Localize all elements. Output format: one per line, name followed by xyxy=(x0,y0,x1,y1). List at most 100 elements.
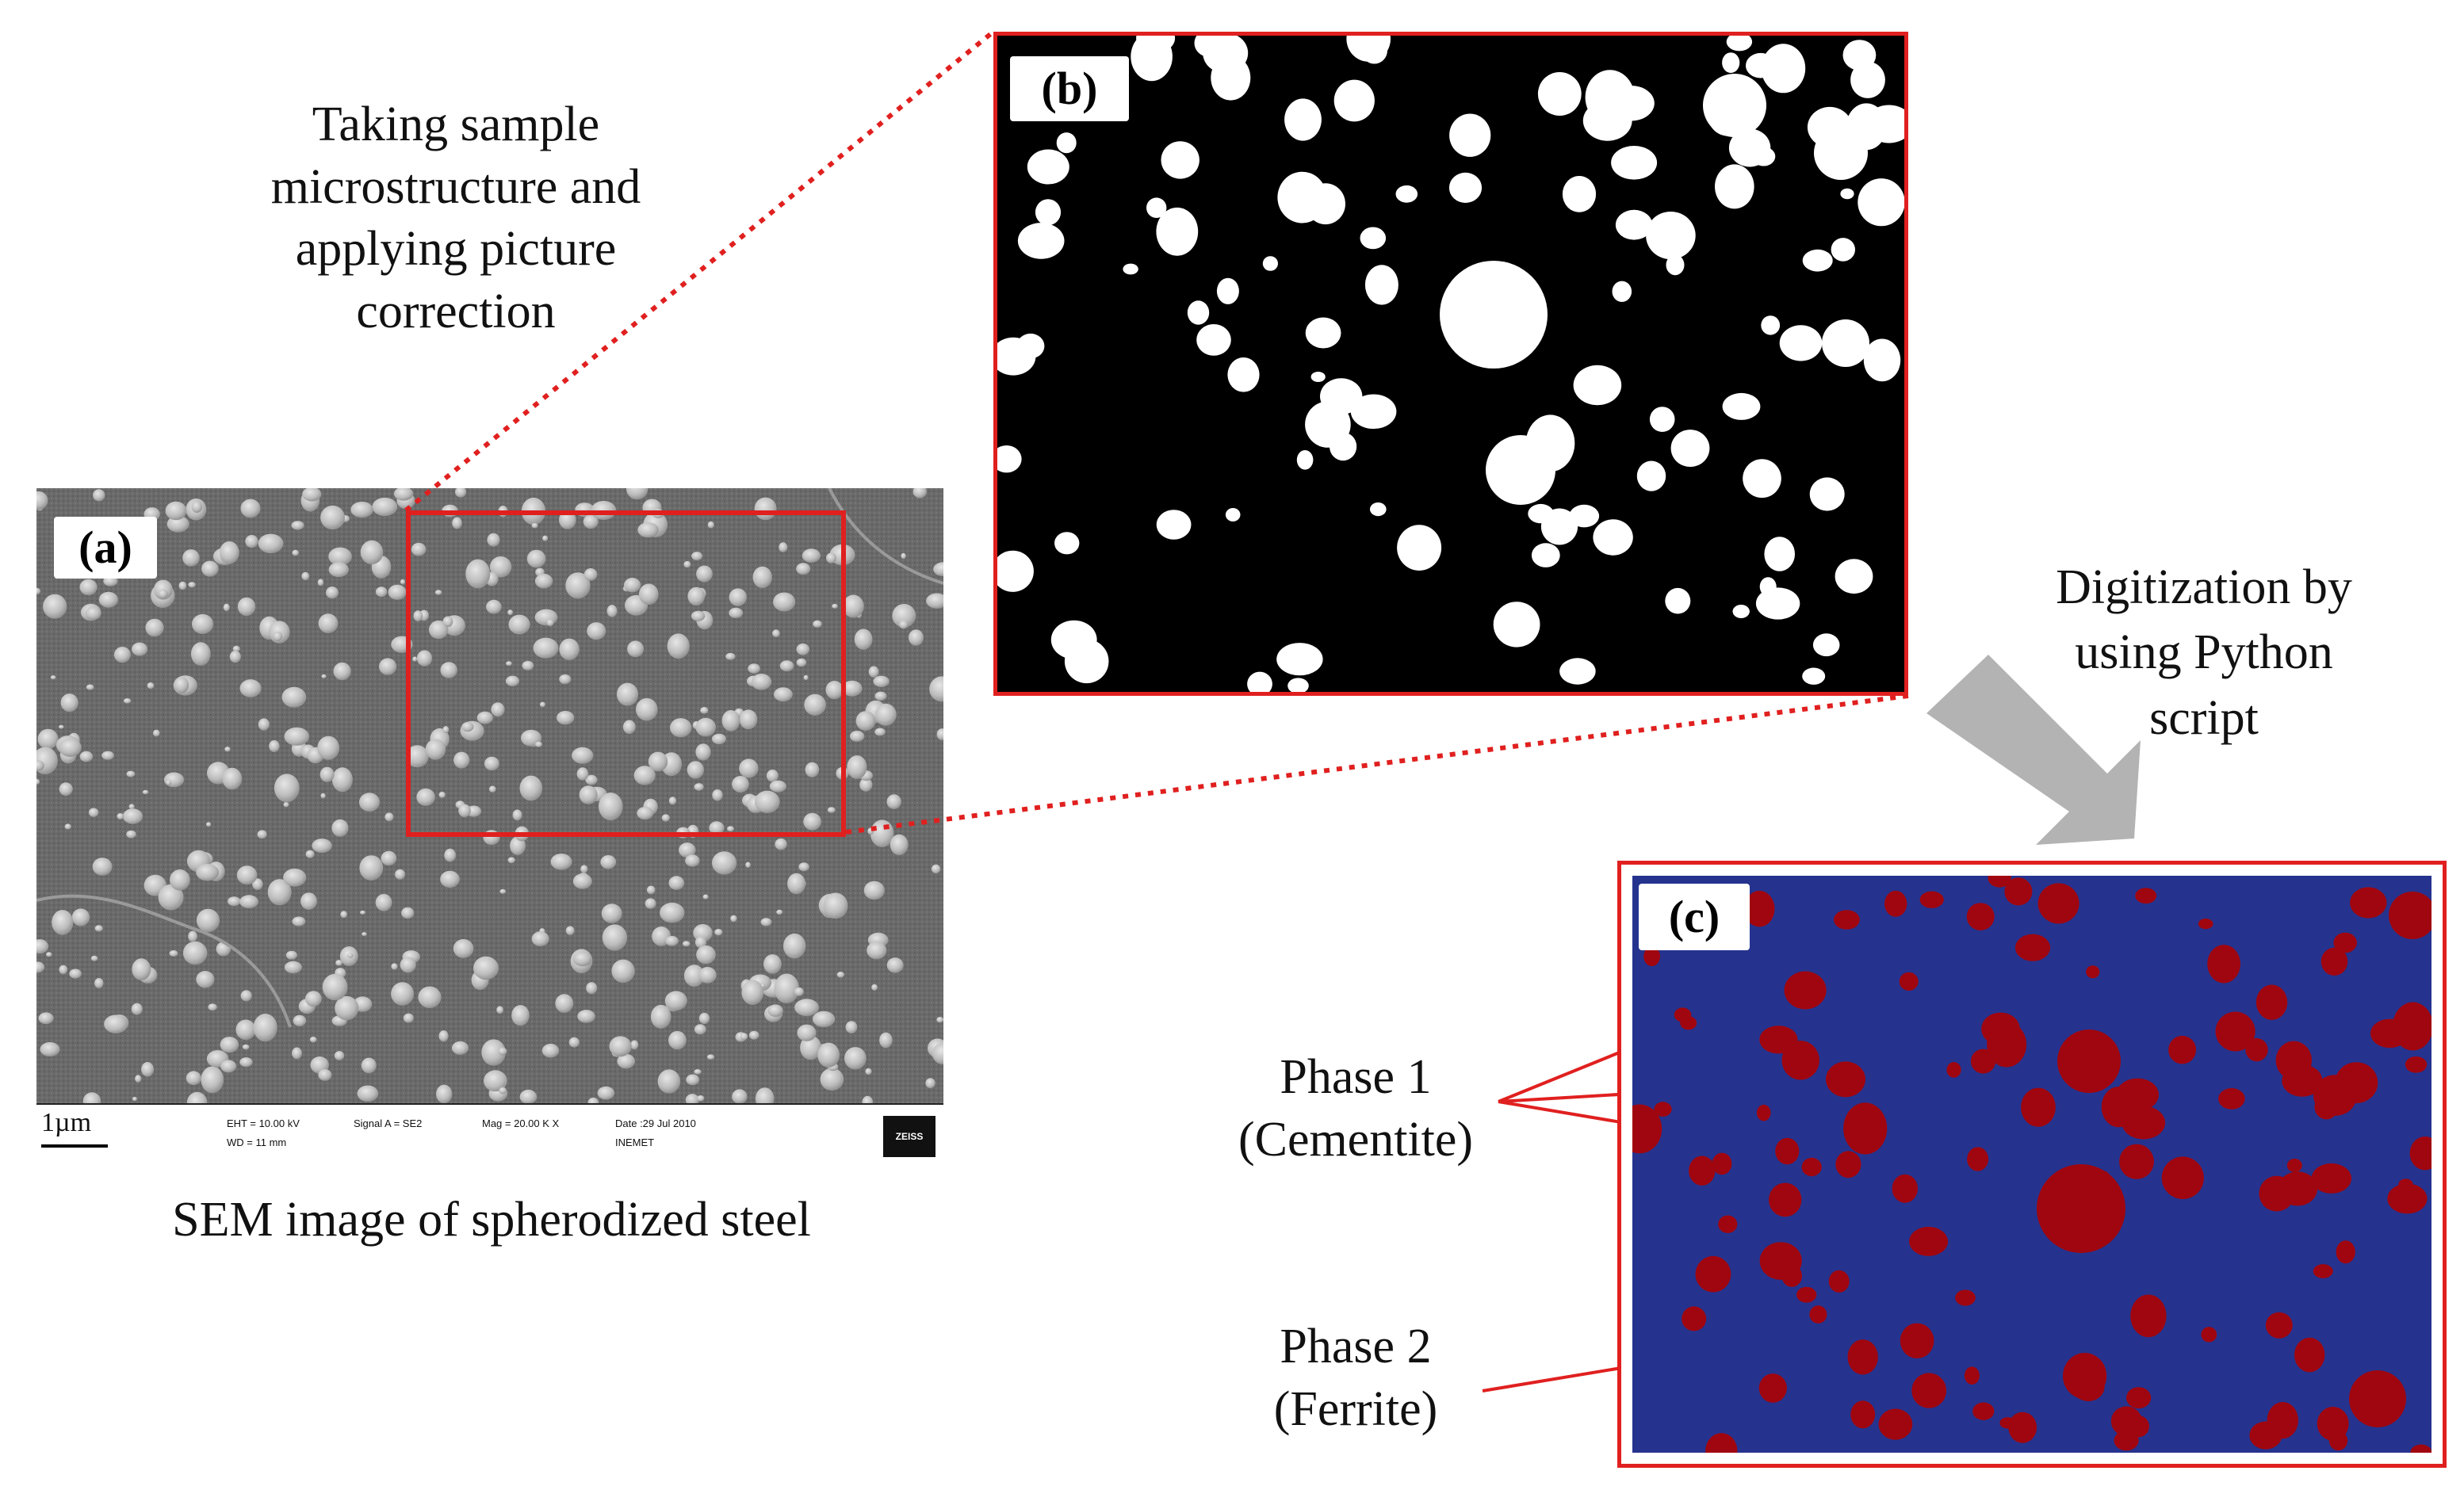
particle xyxy=(486,599,502,614)
particle xyxy=(1397,525,1442,571)
particle xyxy=(2259,1175,2295,1212)
particle xyxy=(1835,1151,1861,1178)
particle xyxy=(797,1024,817,1041)
particle xyxy=(98,591,118,608)
particle xyxy=(697,1095,705,1102)
particle xyxy=(292,1047,302,1060)
scale-bar xyxy=(41,1144,108,1148)
particle xyxy=(372,497,398,517)
particle xyxy=(388,584,407,600)
particle xyxy=(1247,671,1272,692)
particle xyxy=(2311,1163,2351,1194)
particle xyxy=(237,597,256,617)
particle xyxy=(1216,277,1239,304)
particle xyxy=(165,501,187,521)
particle xyxy=(709,821,725,835)
particle xyxy=(845,1021,858,1033)
particle xyxy=(1715,164,1754,209)
particle xyxy=(94,925,103,932)
particle xyxy=(826,552,836,563)
sem-micrograph xyxy=(36,488,943,1168)
particle xyxy=(1892,1174,1918,1203)
particle xyxy=(235,1019,256,1041)
particle xyxy=(38,1012,54,1025)
particle xyxy=(700,707,709,714)
particle xyxy=(453,751,470,769)
particle xyxy=(284,727,310,746)
particle xyxy=(2267,1402,2298,1439)
particle xyxy=(258,718,270,731)
date-value: Date :29 Jul 2010 xyxy=(615,1117,696,1129)
particle xyxy=(300,892,317,910)
particle xyxy=(867,942,887,960)
particle xyxy=(779,542,788,552)
particle xyxy=(714,929,723,936)
particle xyxy=(64,823,71,830)
particle xyxy=(240,499,261,518)
particle xyxy=(559,510,576,529)
particle xyxy=(2215,1011,2255,1052)
particle xyxy=(208,1003,217,1011)
particle xyxy=(847,755,867,779)
sem-image-panel: (a) 1µm EHT = 10.00 kV WD = 11 mm Signal… xyxy=(36,488,943,1168)
particle xyxy=(685,1094,699,1106)
particle xyxy=(670,718,692,738)
particle xyxy=(489,556,512,578)
particle xyxy=(442,616,453,628)
step1-caption-line: applying picture xyxy=(295,222,617,277)
particle xyxy=(438,1030,449,1042)
particle xyxy=(43,594,67,619)
particle xyxy=(92,858,113,876)
particle xyxy=(555,994,574,1013)
particle xyxy=(794,999,819,1017)
particle xyxy=(817,1042,840,1068)
step1-caption: Taking sample microstructure and applyin… xyxy=(182,94,729,343)
particle xyxy=(648,751,668,772)
particle xyxy=(695,743,711,761)
step2-caption-line: script xyxy=(2149,690,2259,745)
particle xyxy=(473,956,499,980)
binary-image-panel: (b) xyxy=(993,32,1908,696)
particle xyxy=(229,651,241,663)
particle xyxy=(359,855,384,881)
particle xyxy=(1448,172,1483,203)
particle xyxy=(317,735,340,760)
particle xyxy=(1287,678,1309,692)
particle xyxy=(1156,207,1199,256)
particle xyxy=(602,924,628,951)
particle xyxy=(696,945,716,965)
particle xyxy=(1632,1107,1652,1140)
particle xyxy=(1593,519,1633,556)
particle xyxy=(2037,1164,2125,1253)
particle xyxy=(59,782,73,796)
particle xyxy=(796,658,807,667)
particle xyxy=(309,1037,317,1043)
particle xyxy=(188,582,196,588)
particle xyxy=(206,822,212,827)
particle xyxy=(844,1047,867,1070)
particle xyxy=(850,731,865,742)
particle xyxy=(1682,1306,1707,1331)
particle xyxy=(1858,178,1904,227)
particle xyxy=(606,605,618,617)
particle xyxy=(630,1040,639,1050)
particle xyxy=(2255,984,2288,1020)
particle xyxy=(800,1035,822,1060)
particle xyxy=(440,870,460,888)
particle xyxy=(186,1071,201,1086)
particle xyxy=(1843,1102,1888,1155)
step1-caption-line: microstructure and xyxy=(270,159,641,214)
particle xyxy=(312,839,332,854)
particle xyxy=(748,1030,759,1040)
mag-value: Mag = 20.00 K X xyxy=(482,1117,560,1129)
particle xyxy=(874,691,887,701)
particle xyxy=(682,941,691,947)
particle xyxy=(929,676,943,702)
particle xyxy=(1759,1026,1798,1054)
particle xyxy=(178,581,187,590)
particle xyxy=(1262,256,1278,271)
particle xyxy=(1649,407,1675,432)
particle xyxy=(1276,643,1323,676)
particle xyxy=(1919,891,1944,908)
particle xyxy=(122,808,143,824)
